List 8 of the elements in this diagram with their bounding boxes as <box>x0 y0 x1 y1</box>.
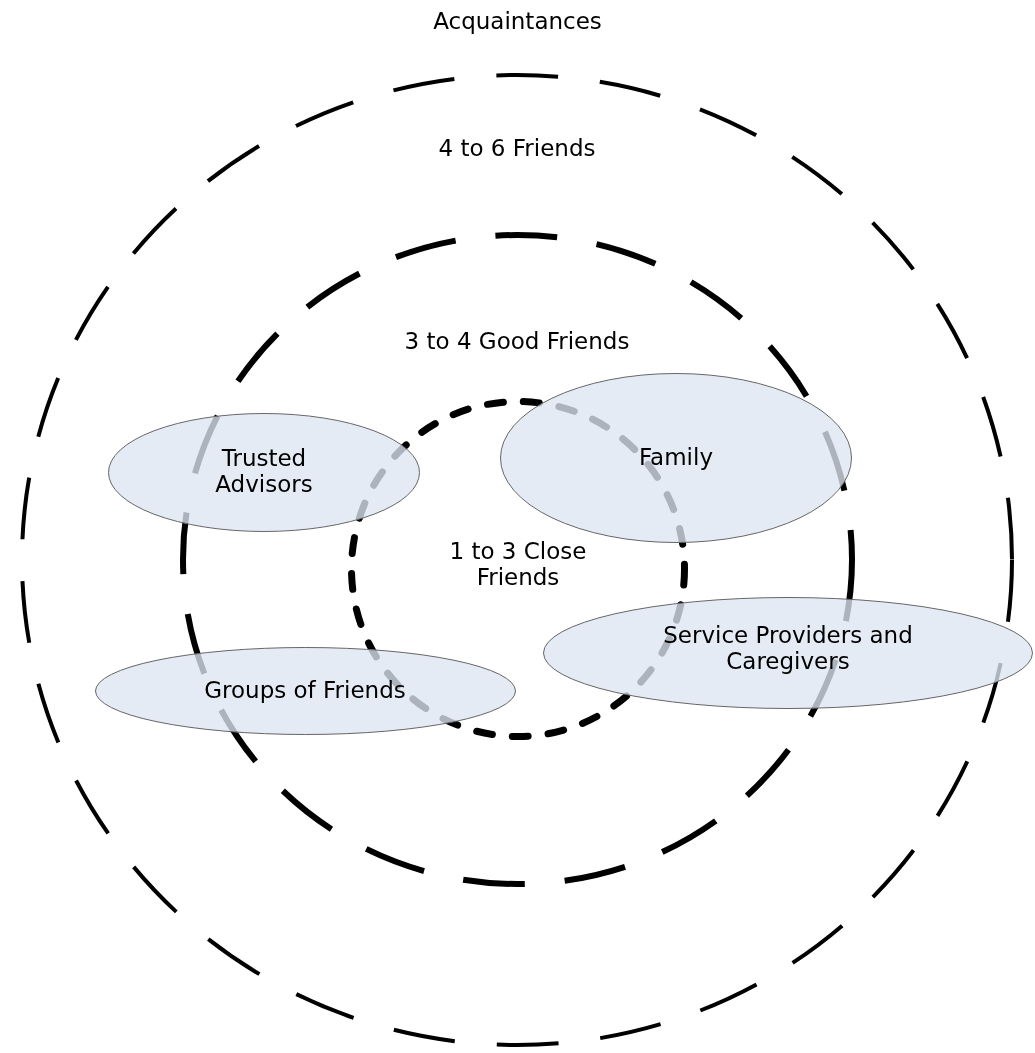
outer-label: Acquaintances <box>432 8 603 34</box>
oval-label: Service Providers and Caregivers <box>662 622 914 675</box>
oval-label: Groups of Friends <box>203 677 407 704</box>
oval-label: Family <box>638 444 714 471</box>
ring-label: 3 to 4 Good Friends <box>403 328 631 355</box>
ring-label: 4 to 6 Friends <box>437 135 597 162</box>
oval-label: Trusted Advisors <box>214 445 314 498</box>
ring-label: 1 to 3 Close Friends <box>448 538 588 591</box>
